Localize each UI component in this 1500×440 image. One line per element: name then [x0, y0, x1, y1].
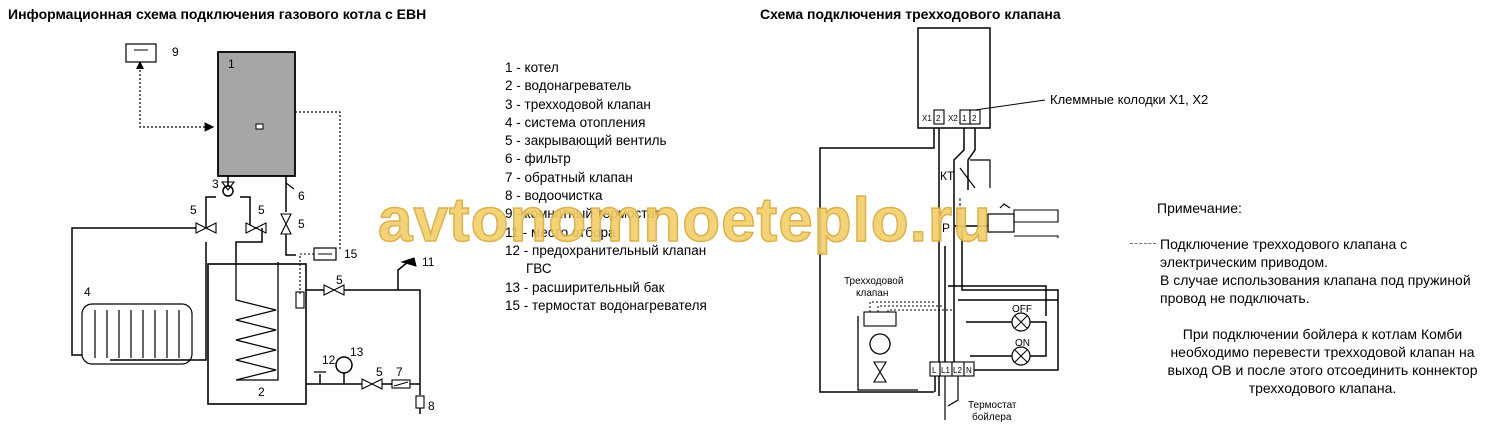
note-line: Подключение трехходового клапана с — [1160, 236, 1408, 252]
valve-label-line1: Трехходовой — [844, 276, 903, 287]
legend-item: 4 - система отопления — [505, 114, 646, 130]
expansion-tank-icon — [335, 356, 353, 374]
valve-label-line2: клапан — [856, 288, 888, 299]
label-4: 4 — [84, 285, 91, 299]
left-diagram-numbers: 1 2 3 4 5 5 5 5 5 6 7 8 9 11 12 13 15 — [84, 45, 435, 413]
label-6: 6 — [298, 189, 305, 203]
label-5c: 5 — [298, 217, 305, 231]
legend-item: 5 - закрывающий вентиль — [505, 133, 667, 149]
legend-item-continuation: ГВС — [526, 261, 552, 277]
note-text-combi: При подключении бойлера к котлам Комби н… — [1150, 325, 1495, 397]
water-heater-body — [207, 263, 307, 405]
room-thermostat-icon — [125, 43, 157, 63]
shutoff-valve-icon — [280, 213, 292, 235]
note-heading: Примечание: — [1157, 200, 1242, 216]
legend-item: 1 - котел — [505, 60, 559, 75]
water-treatment-icon — [415, 395, 425, 409]
label-11: 11 — [422, 255, 435, 269]
note-line: необходимо перевести трехходовой клапан … — [1170, 344, 1475, 360]
terminal-l2-label: L2 — [953, 366, 962, 375]
note-text: Подключение трехходового клапана с элект… — [1160, 235, 1471, 307]
boiler-thermostat-label-line1: Термостат — [968, 400, 1017, 411]
shutoff-valve-icon — [361, 378, 383, 390]
right-diagram-labels: X1 2 X2 1 2 Клеммные колодки X1, X2 КТ Р… — [844, 92, 1208, 423]
note-line: электрическим приводом. — [1160, 254, 1329, 270]
label-1: 1 — [228, 57, 235, 71]
legend-item: 11 - место отбора — [505, 224, 616, 240]
label-2: 2 — [258, 385, 265, 399]
legend-item: 13 - расширительный бак — [505, 279, 665, 295]
note-line: В случае использования клапана под пружи… — [1160, 272, 1471, 288]
right-diagram-title: Схема подключения трехходового клапана — [760, 6, 1061, 22]
boiler-body — [217, 51, 296, 177]
off-label: OFF — [1012, 304, 1032, 315]
legend-item: 15 - термостат водонагревателя — [505, 297, 707, 313]
gas-boiler-diagram — [71, 43, 425, 414]
left-diagram-title: Информационная схема подключения газовог… — [8, 6, 427, 22]
terminal-x2-pin2-label: 2 — [972, 114, 977, 123]
shutoff-valve-icon — [245, 222, 267, 234]
terminal-x2-label: X2 — [948, 114, 958, 123]
label-5b: 5 — [258, 203, 265, 217]
radiator-icon — [81, 303, 193, 365]
label-9: 9 — [172, 45, 179, 59]
legend-item: 6 - фильтр — [505, 151, 571, 167]
legend-item: 7 - обратный клапан — [505, 169, 633, 185]
terminal-blocks-label: Клеммные колодки X1, X2 — [1050, 92, 1208, 107]
note-line: трехходового клапана. — [1248, 380, 1397, 396]
label-15: 15 — [344, 247, 358, 261]
label-5e: 5 — [376, 365, 383, 379]
terminal-l1-label: L1 — [941, 366, 950, 375]
terminal-l-label: L — [932, 366, 937, 375]
site-watermark: avtonomnoeteplo.ru — [377, 185, 992, 256]
valve-motor-icon — [869, 333, 891, 355]
note-dashed-line-marker — [1130, 243, 1156, 244]
note-line: выход ОВ и после этого отсоединить конне… — [1167, 362, 1478, 378]
label-7: 7 — [396, 365, 403, 379]
boiler-thermostat-label-line2: бойлера — [972, 411, 1012, 423]
kt-relay-label: КТ — [940, 169, 955, 183]
label-8: 8 — [428, 399, 435, 413]
terminal-x2-pin1-label: 1 — [962, 114, 967, 123]
label-13: 13 — [350, 345, 364, 359]
boiler-outline — [917, 27, 991, 129]
legend-item: 9 - комнатный термостат — [505, 206, 661, 222]
legend-item: 12 - предохранительный клапан — [505, 242, 707, 258]
three-way-valve-icon — [222, 185, 234, 197]
shutoff-valve-icon — [195, 222, 217, 234]
label-5d: 5 — [336, 273, 343, 287]
terminal-x1-label: X1 — [922, 114, 932, 123]
terminal-x1-pin2-label: 2 — [936, 114, 941, 123]
p-relay-label: Р — [942, 221, 950, 235]
label-3: 3 — [212, 177, 219, 191]
note-line: провод не подключать. — [1160, 290, 1310, 306]
legend-item: 8 - водоочистка — [505, 188, 603, 204]
terminal-n-label: N — [966, 366, 972, 375]
legend-item: 2 - водонагреватель — [505, 78, 632, 94]
on-label: ON — [1015, 338, 1030, 349]
legend-item: 3 - трехходовой клапан — [505, 96, 651, 112]
tap-icon — [397, 261, 409, 290]
three-way-valve-wiring-diagram — [819, 27, 1059, 420]
legend-list: 1 - котел 2 - водонагреватель 3 - треххо… — [505, 59, 707, 315]
label-5a: 5 — [190, 203, 197, 217]
heating-coil-icon — [235, 262, 279, 381]
label-12: 12 — [322, 353, 336, 367]
note-line: При подключении бойлера к котлам Комби — [1182, 326, 1463, 342]
shutoff-valve-icon — [323, 284, 345, 296]
